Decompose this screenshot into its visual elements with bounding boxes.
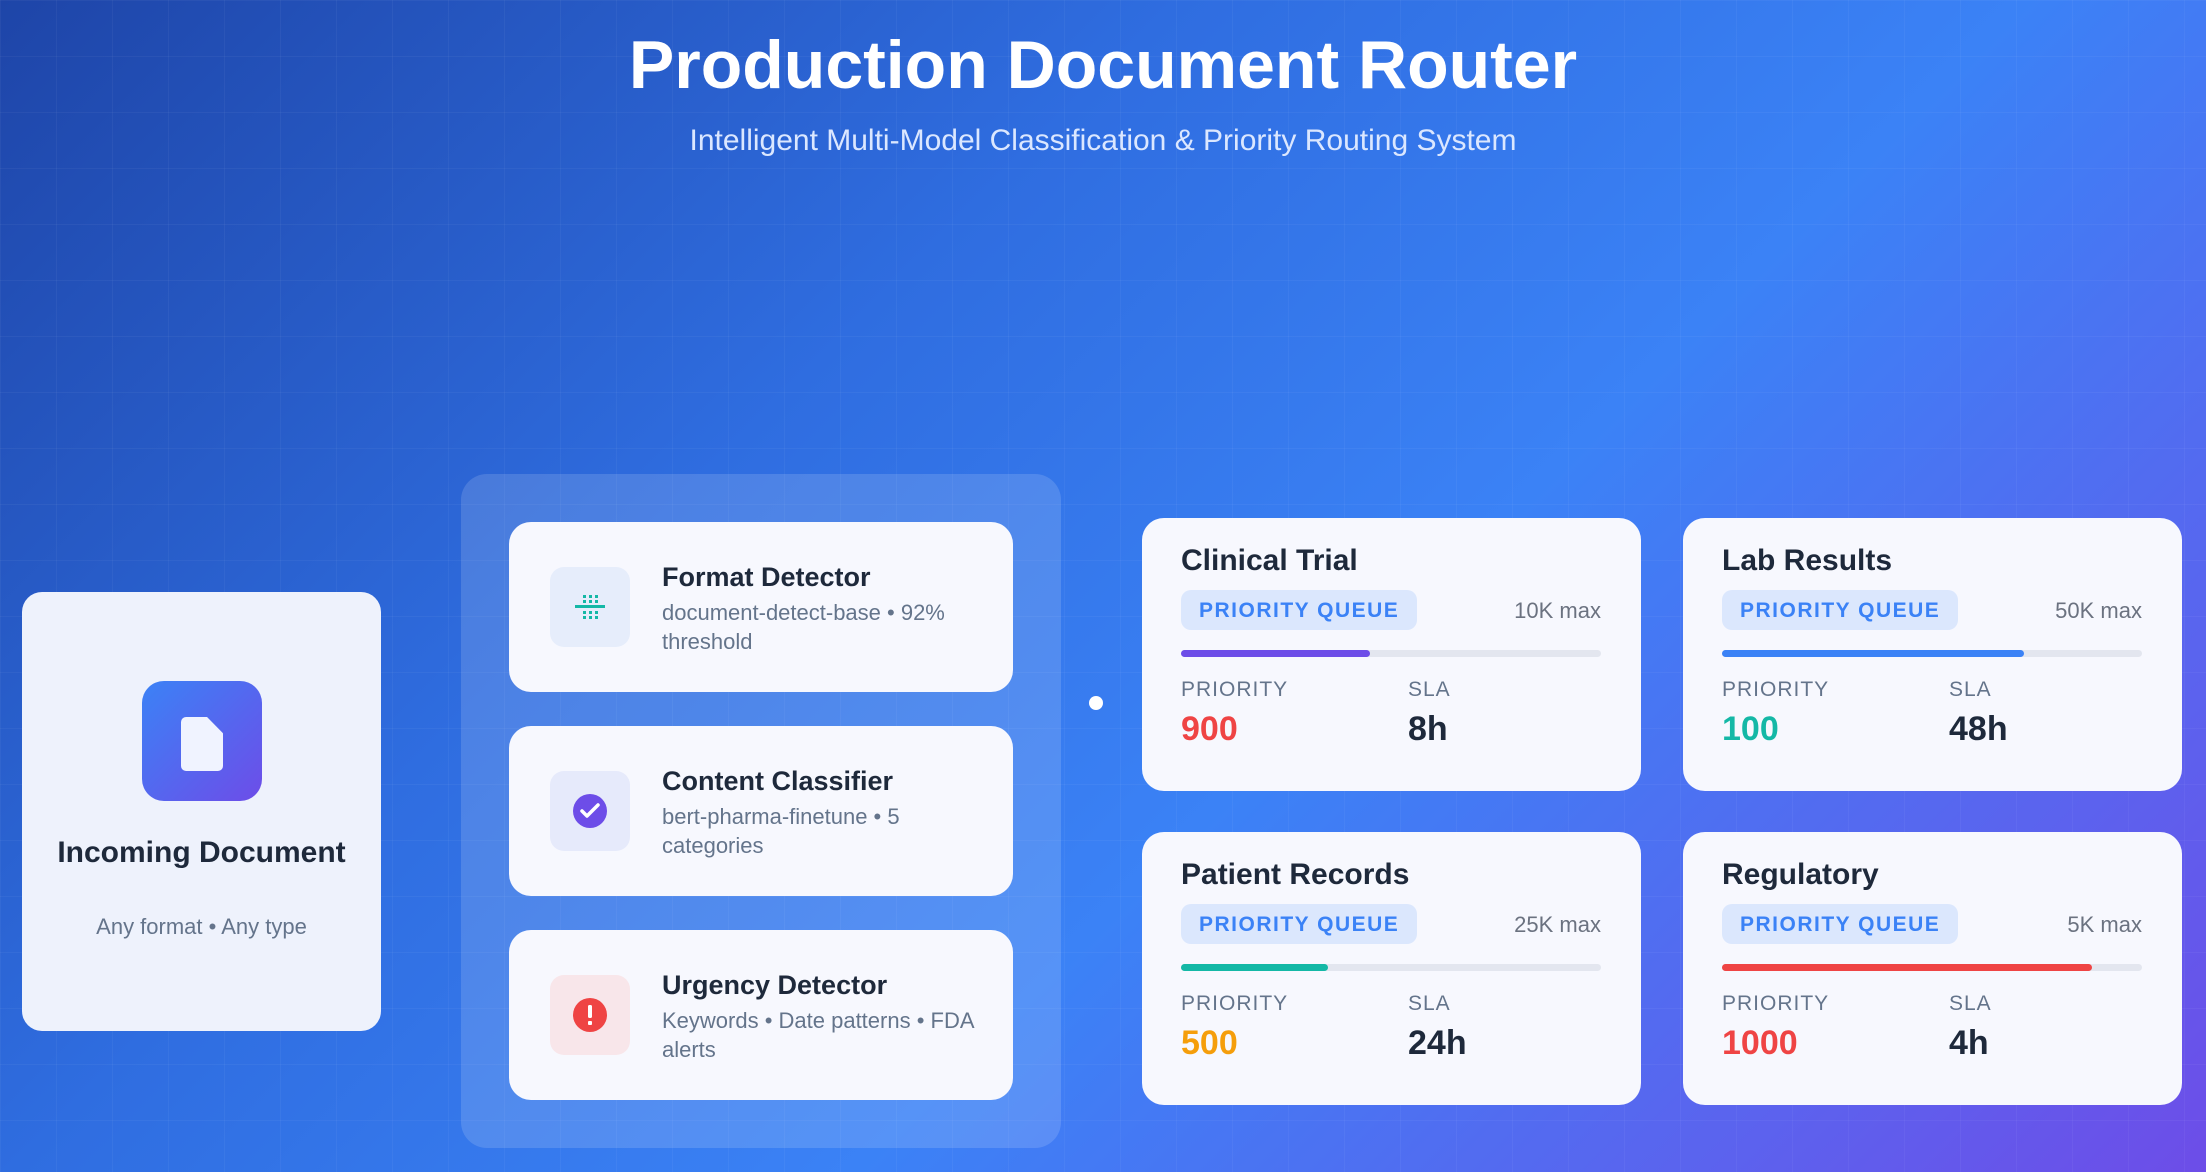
queue-load-bar — [1722, 650, 2142, 657]
priority-label: PRIORITY — [1722, 678, 1830, 701]
queue-load-bar — [1181, 650, 1601, 657]
queue-capacity: 50K max — [2055, 598, 2142, 623]
queue-card-regulatory[interactable]: Regulatory PRIORITY QUEUE 5K max PRIORIT… — [1683, 832, 2182, 1105]
model-title: Urgency Detector — [662, 970, 888, 1000]
incoming-document-card[interactable]: Incoming Document Any format • Any type — [22, 592, 381, 1031]
priority-value: 100 — [1722, 710, 1779, 748]
sla-value: 8h — [1408, 710, 1448, 748]
model-subtitle: Keywords • Date patterns • FDA alerts — [662, 1008, 974, 1062]
queue-card-patient-records[interactable]: Patient Records PRIORITY QUEUE 25K max P… — [1142, 832, 1641, 1105]
queue-card-clinical-trial[interactable]: Clinical Trial PRIORITY QUEUE 10K max PR… — [1142, 518, 1641, 791]
sla-value: 48h — [1949, 710, 2008, 748]
file-icon — [142, 681, 262, 801]
model-title: Format Detector — [662, 562, 871, 592]
queue-title: Clinical Trial — [1181, 544, 1358, 577]
page-title: Production Document Router — [628, 27, 1578, 103]
model-subtitle: bert-pharma-finetune • 5 categories — [662, 804, 900, 858]
queue-load-bar — [1181, 964, 1601, 971]
sla-label: SLA — [1949, 678, 1992, 701]
sla-label: SLA — [1408, 992, 1451, 1015]
queue-load-fill — [1181, 964, 1328, 971]
priority-label: PRIORITY — [1181, 992, 1289, 1015]
priority-queue-badge: PRIORITY QUEUE — [1181, 590, 1418, 630]
queue-capacity: 5K max — [2067, 912, 2142, 937]
incoming-title: Incoming Document — [57, 836, 346, 869]
model-card-format-detector[interactable]: Format Detector document-detect-base • 9… — [509, 522, 1013, 692]
priority-queue-badge: PRIORITY QUEUE — [1722, 904, 1959, 944]
priority-value: 500 — [1181, 1024, 1238, 1062]
priority-queue-badge: PRIORITY QUEUE — [1722, 590, 1959, 630]
model-card-urgency-detector[interactable]: Urgency Detector Keywords • Date pattern… — [509, 930, 1013, 1100]
priority-queue-badge: PRIORITY QUEUE — [1181, 904, 1418, 944]
connector-dot — [1089, 696, 1103, 710]
sla-value: 4h — [1949, 1024, 1989, 1062]
model-card-content-classifier[interactable]: Content Classifier bert-pharma-finetune … — [509, 726, 1013, 896]
alert-circle-icon — [550, 975, 630, 1055]
queue-title: Lab Results — [1722, 544, 1893, 577]
incoming-subtitle: Any format • Any type — [96, 914, 307, 939]
priority-value: 900 — [1181, 710, 1238, 748]
format-detect-icon — [550, 567, 630, 647]
queue-card-lab-results[interactable]: Lab Results PRIORITY QUEUE 50K max PRIOR… — [1683, 518, 2182, 791]
page-subtitle: Intelligent Multi-Model Classification &… — [689, 124, 1517, 157]
queue-load-fill — [1722, 964, 2092, 971]
priority-label: PRIORITY — [1722, 992, 1830, 1015]
priority-label: PRIORITY — [1181, 678, 1289, 701]
model-subtitle: document-detect-base • 92% threshold — [662, 600, 945, 654]
queue-load-bar — [1722, 964, 2142, 971]
sla-label: SLA — [1949, 992, 1992, 1015]
queue-capacity: 10K max — [1514, 598, 1601, 623]
sla-value: 24h — [1408, 1024, 1467, 1062]
model-title: Content Classifier — [662, 766, 894, 796]
queue-title: Regulatory — [1722, 858, 1879, 891]
check-circle-icon — [550, 771, 630, 851]
queue-title: Patient Records — [1181, 858, 1410, 891]
queue-load-fill — [1722, 650, 2025, 657]
queue-load-fill — [1181, 650, 1370, 657]
model-pipeline-panel: Format Detector document-detect-base • 9… — [461, 474, 1061, 1148]
sla-label: SLA — [1408, 678, 1451, 701]
queue-capacity: 25K max — [1514, 912, 1601, 937]
priority-value: 1000 — [1722, 1024, 1798, 1062]
